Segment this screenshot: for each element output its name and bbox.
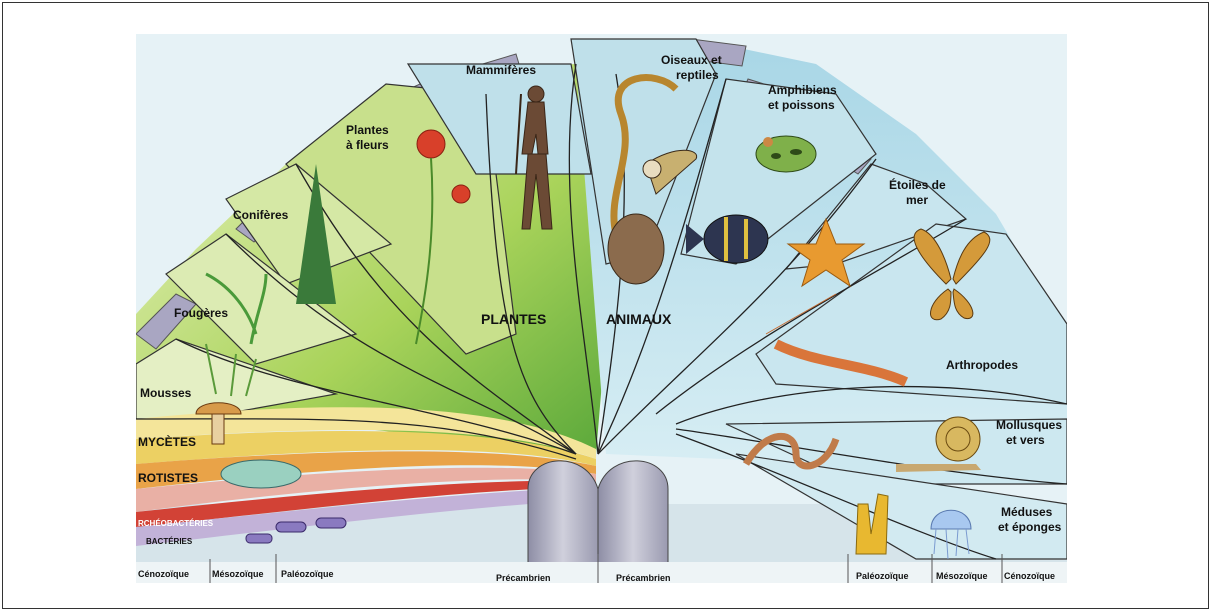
label-mousses: Mousses xyxy=(140,386,192,400)
era-left-paleozoique: Paléozoïque xyxy=(281,569,334,579)
label-animaux: ANIMAUX xyxy=(606,311,672,327)
label-protistes: ROTISTES xyxy=(138,471,198,485)
tree-of-life-diagram: Mammifères Oiseaux et reptiles Amphibien… xyxy=(136,34,1067,583)
label-coniferes: Conifères xyxy=(233,208,289,222)
era-right-cenozoique: Cénozoïque xyxy=(1004,571,1055,581)
label-arthropodes: Arthropodes xyxy=(946,358,1018,372)
era-right-mesozoique: Mésozoïque xyxy=(936,571,988,581)
label-mycetes: MYCÈTES xyxy=(138,434,196,449)
label-plantes: PLANTES xyxy=(481,311,546,327)
label-bacteries: BACTÉRIES xyxy=(146,537,193,546)
label-plantes-fleurs-l1: Plantes xyxy=(346,123,389,137)
label-amphibiens-l1: Amphibiens xyxy=(768,83,837,97)
label-mammiferes: Mammifères xyxy=(466,63,536,77)
label-fougeres: Fougères xyxy=(174,306,228,320)
era-left-mesozoique: Mésozoïque xyxy=(212,569,264,579)
protist-icon xyxy=(221,460,301,488)
label-mollusques-l2: et vers xyxy=(1006,433,1045,447)
label-etoiles-l1: Étoiles de xyxy=(889,177,946,192)
label-meduses-l1: Méduses xyxy=(1001,505,1053,519)
era-left-cenozoique: Cénozoïque xyxy=(138,569,189,579)
label-etoiles-l2: mer xyxy=(906,193,928,207)
label-amphibiens-l2: et poissons xyxy=(768,98,835,112)
label-archeobacteries: RCHÉOBACTÉRIES xyxy=(138,519,214,528)
era-right-precambrien: Précambrien xyxy=(616,573,671,583)
label-plantes-fleurs-l2: à fleurs xyxy=(346,138,389,152)
label-meduses-l2: et éponges xyxy=(998,520,1062,534)
era-left-precambrien: Précambrien xyxy=(496,573,551,583)
era-right-paleozoique: Paléozoïque xyxy=(856,571,909,581)
label-mollusques-l1: Mollusques xyxy=(996,418,1062,432)
label-oiseaux-l2: reptiles xyxy=(676,68,719,82)
frog-icon xyxy=(756,136,816,172)
label-oiseaux-l1: Oiseaux et xyxy=(661,53,722,67)
